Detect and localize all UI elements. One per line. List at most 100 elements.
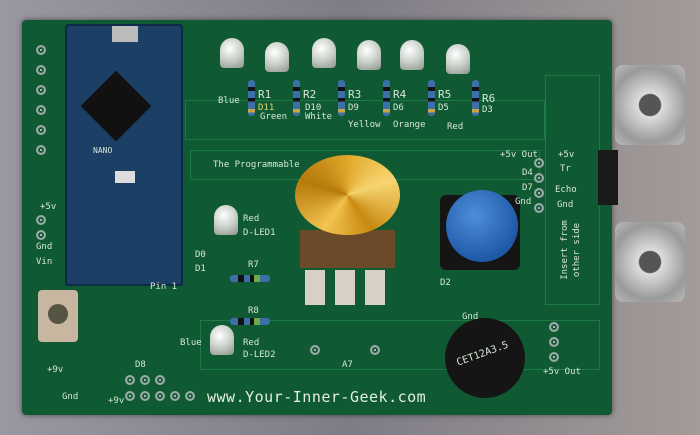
label-red: Red (447, 122, 464, 132)
label-red: Red (243, 338, 260, 348)
label-echo: Echo (555, 185, 577, 195)
led-red (446, 44, 470, 74)
label-9v: +9v (47, 365, 64, 375)
label-d0: D0 (195, 250, 206, 260)
pad (36, 65, 46, 75)
potentiometer-pins (305, 270, 385, 305)
pad (36, 85, 46, 95)
label-d2: D2 (440, 278, 451, 288)
nano-label: NANO (93, 146, 113, 155)
label-d10: D10 (305, 103, 322, 113)
label-d9: D9 (348, 103, 359, 113)
pad (549, 322, 559, 332)
trace (185, 100, 545, 140)
label-yellow: Yellow (348, 120, 381, 130)
pad (36, 145, 46, 155)
led-blue (220, 38, 244, 68)
pad (170, 391, 180, 401)
label-r8: R8 (248, 306, 259, 316)
label-white: White (305, 112, 333, 122)
label-d7: D7 (522, 183, 533, 193)
label-gnd: Gnd (36, 242, 53, 252)
label-red: Red (243, 214, 260, 224)
led-dled2 (210, 325, 234, 355)
label-pin1: Pin 1 (150, 282, 178, 292)
pad (370, 345, 380, 355)
label-r7: R7 (248, 260, 259, 270)
led-dled1 (214, 205, 238, 235)
label-dled2: D-LED2 (243, 350, 276, 360)
buzzer-label: CET12A3.5 (455, 339, 510, 369)
resistor-r1 (248, 80, 255, 116)
trace (200, 320, 600, 370)
pad (534, 188, 544, 198)
label-r2: R2 (303, 88, 317, 101)
led-white (312, 38, 336, 68)
pad (310, 345, 320, 355)
resistor-r4 (383, 80, 390, 116)
pad (140, 391, 150, 401)
reset-button (115, 171, 135, 183)
pad (36, 125, 46, 135)
resistor-r8 (230, 318, 270, 325)
resistor-r5 (428, 80, 435, 116)
sensor-header (598, 150, 618, 205)
label-5v: +5v (558, 150, 575, 160)
label-other-side: other side (572, 222, 583, 278)
pad (534, 203, 544, 213)
resistor-r7 (230, 275, 270, 282)
ultrasonic-transducer-top (615, 65, 685, 145)
pad (36, 215, 46, 225)
pad (549, 337, 559, 347)
label-gnd: Gnd (62, 392, 79, 402)
usb-port (112, 26, 138, 42)
label-orange: Orange (393, 120, 426, 130)
pad (36, 105, 46, 115)
label-gnd: Gnd (462, 312, 479, 322)
label-d1: D1 (195, 264, 206, 274)
pad (185, 391, 195, 401)
label-r4: R4 (393, 88, 407, 101)
pad (125, 375, 135, 385)
label-r5: R5 (438, 88, 452, 101)
board-url: www.Your-Inner-Geek.com (207, 388, 427, 406)
resistor-r6 (472, 80, 479, 116)
label-green: Green (260, 112, 288, 122)
ultrasonic-transducer-bottom (615, 222, 685, 302)
label-5v-out: +5v Out (500, 150, 538, 160)
label-trig: Tr (560, 164, 571, 174)
label-r6: R6 (482, 92, 496, 105)
label-9v: +9v (108, 396, 125, 406)
led-green (265, 42, 289, 72)
label-r3: R3 (348, 88, 362, 101)
label-dled1: D-LED1 (243, 228, 276, 238)
label-d8: D8 (135, 360, 146, 370)
label-vin: Vin (36, 257, 53, 267)
led-orange (400, 40, 424, 70)
pushbutton[interactable] (446, 190, 518, 262)
label-d6: D6 (393, 103, 404, 113)
resistor-r3 (338, 80, 345, 116)
pad (36, 45, 46, 55)
label-gnd: Gnd (557, 200, 574, 210)
potentiometer-base (300, 230, 395, 268)
arduino-nano: NANO (65, 24, 183, 286)
label-d11: D11 (258, 103, 275, 113)
pad (140, 375, 150, 385)
label-d4: D4 (522, 168, 533, 178)
potentiometer-knob[interactable] (295, 155, 400, 235)
label-blue: Blue (218, 96, 240, 106)
label-insert: Insert from (559, 220, 570, 280)
pad (534, 158, 544, 168)
pad (36, 230, 46, 240)
power-switch[interactable] (38, 290, 78, 342)
resistor-r2 (293, 80, 300, 116)
pad (155, 375, 165, 385)
label-blue: Blue (180, 338, 202, 348)
board-title: The Programmable (213, 160, 300, 170)
label-d5: D5 (438, 103, 449, 113)
pad (155, 391, 165, 401)
microcontroller-chip (80, 70, 152, 142)
pad (549, 352, 559, 362)
label-5v-out: +5v Out (543, 367, 581, 377)
